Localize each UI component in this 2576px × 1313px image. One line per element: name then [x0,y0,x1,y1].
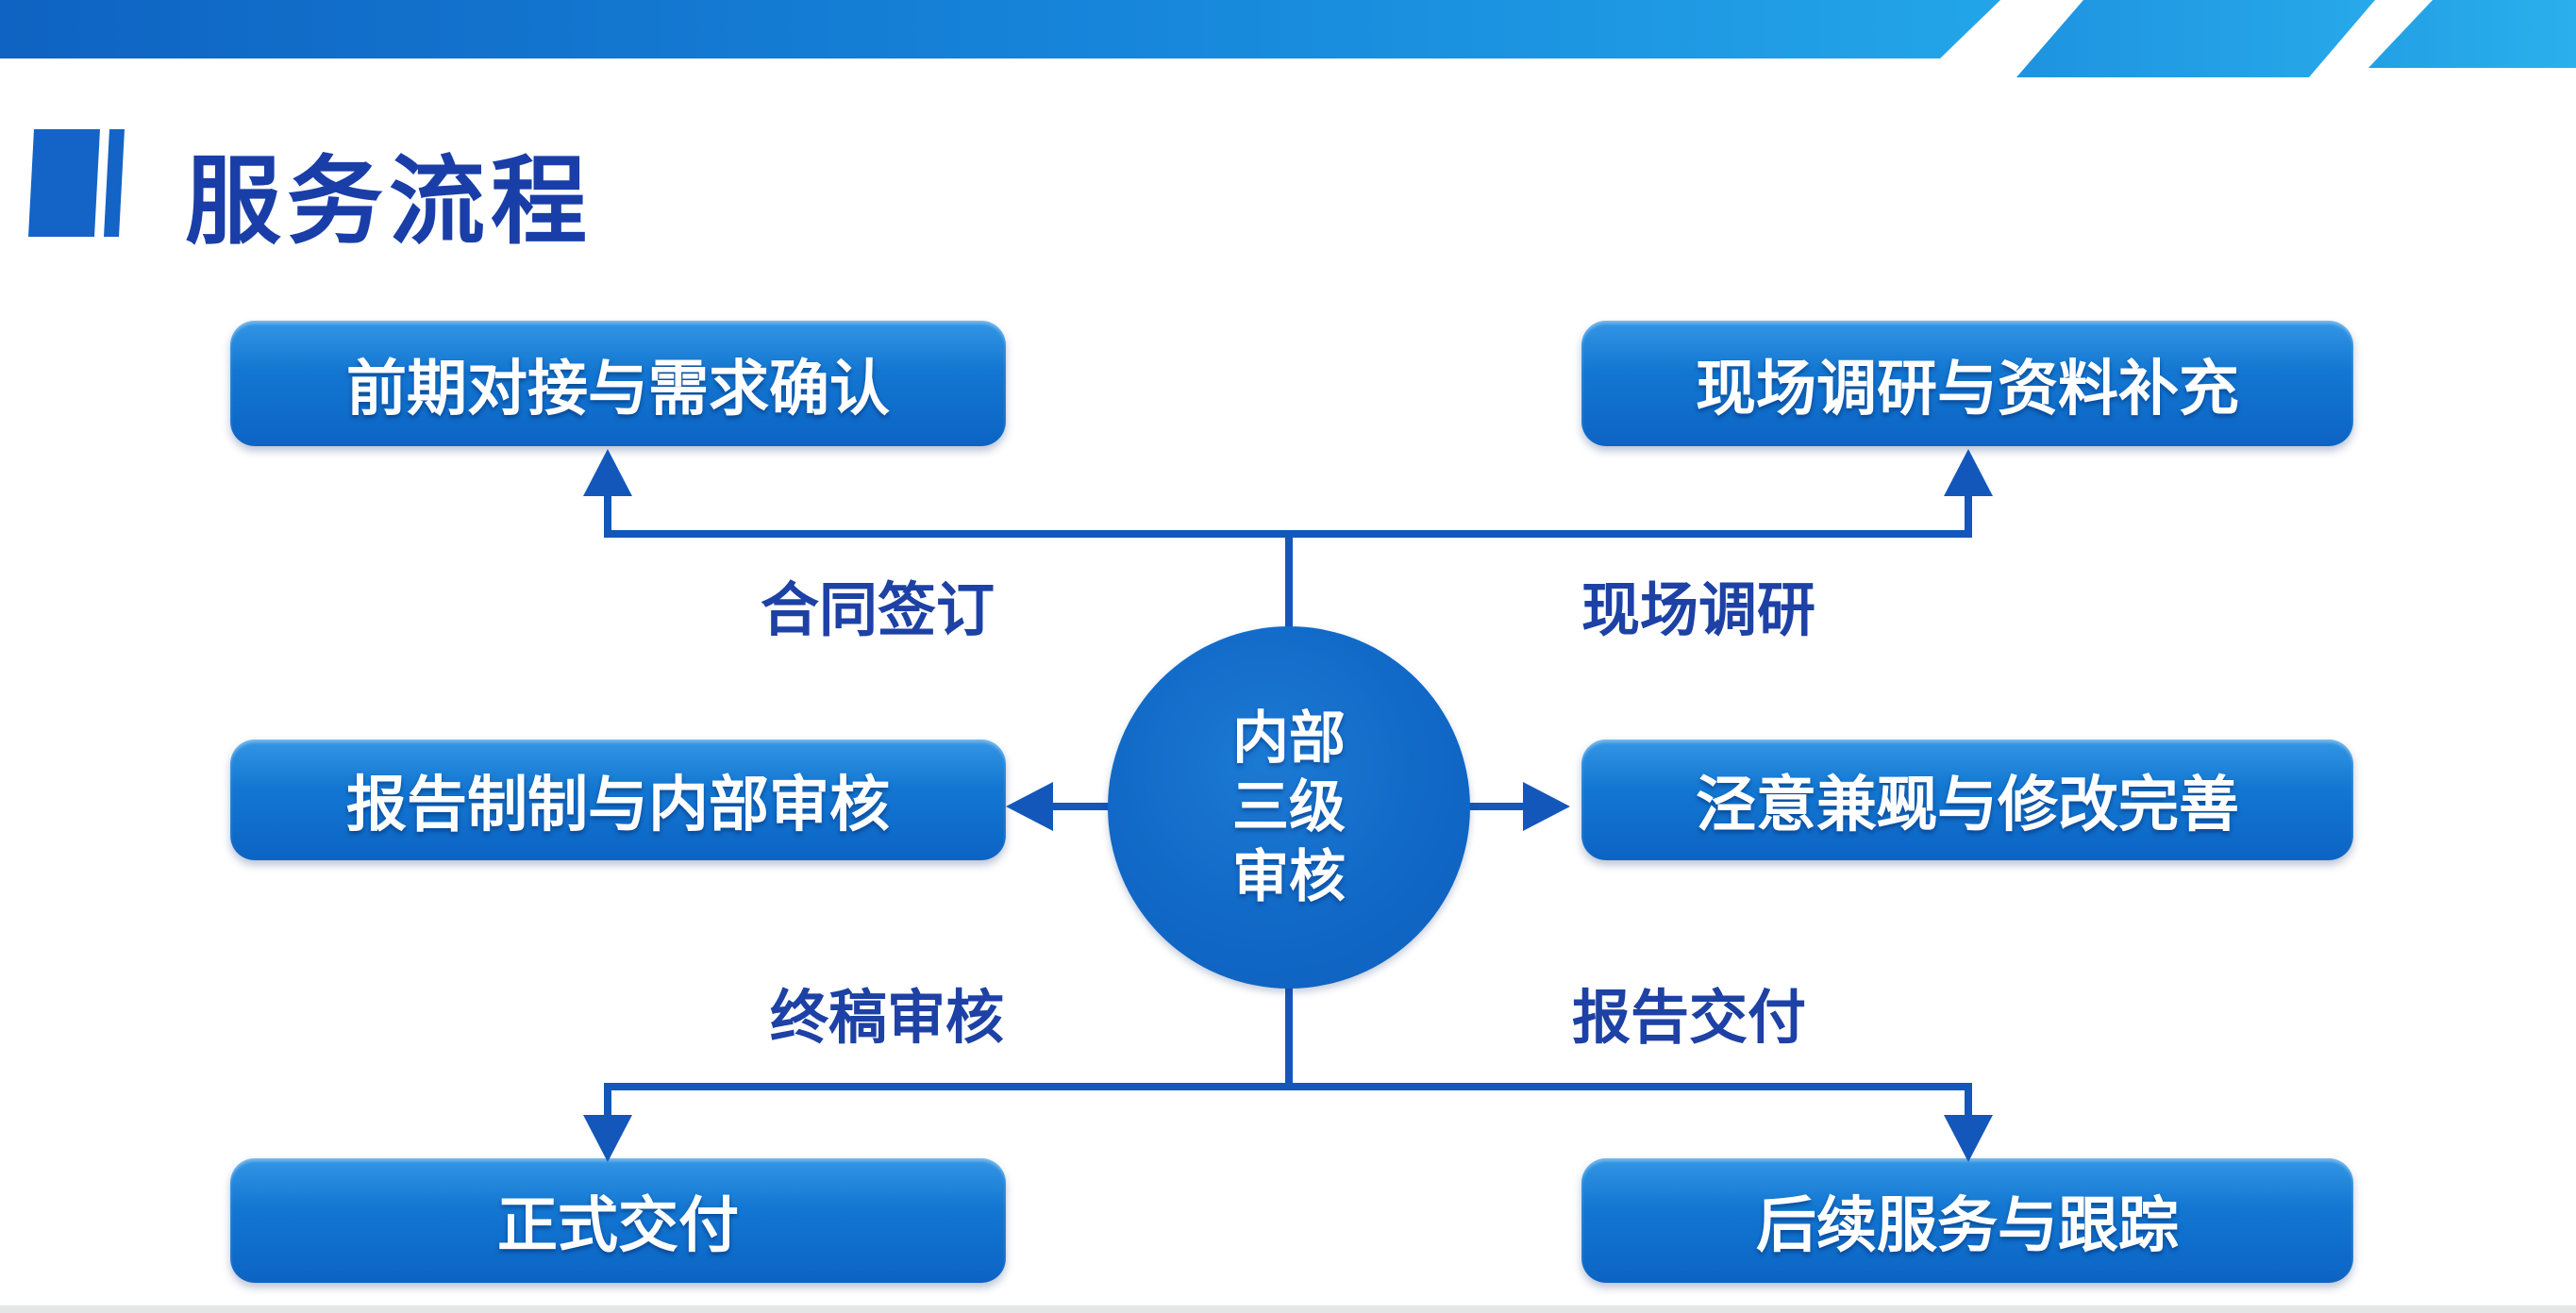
center-node-internal-three-level-review: 内部 三级 审核 [1108,626,1470,989]
connector-circle-to-top [1285,534,1293,632]
arrowhead-down-icon [583,1115,632,1162]
connector-top-right-riser [1965,494,1972,538]
title-marker-bar-icon [104,129,125,237]
connector-circle-to-left [1051,803,1112,810]
arrowhead-up-icon [1944,449,1993,496]
center-node-line: 三级 [1232,775,1346,839]
connector-circle-to-right [1466,803,1527,810]
bottom-edge-strip [0,1305,2576,1313]
node-follow-up-service: 后续服务与跟踪 [1581,1158,2353,1283]
node-feedback-revision: 泾意兼觋与修改完善 [1581,740,2353,860]
connector-bottom-right-drop [1965,1087,1972,1119]
top-banner-bar [0,0,2000,58]
connector-circle-to-bottom [1285,987,1293,1087]
page-title: 服务流程 [185,148,593,256]
top-banner-slash-icon [2368,0,2576,68]
center-node-line: 审核 [1232,844,1346,908]
center-node-line: 内部 [1232,706,1346,771]
node-formal-delivery: 正式交付 [230,1158,1006,1283]
arrowhead-left-icon [1006,782,1053,831]
connector-bottom-left-drop [604,1087,611,1119]
edge-label-contract-signing: 合同签订 [760,578,995,643]
title-marker-bar-icon [28,129,100,237]
arrowhead-up-icon [583,449,632,496]
top-banner-slash-icon [2016,0,2375,77]
arrowhead-down-icon [1944,1115,1993,1162]
node-preliminary-docking: 前期对接与需求确认 [230,321,1006,446]
connector-top-left-riser [604,494,611,538]
edge-label-site-survey: 现场调研 [1581,578,1815,643]
node-site-research-materials: 现场调研与资料补充 [1581,321,2353,446]
connector-bottom-horizontal [604,1083,1972,1090]
edge-label-final-draft-review: 终稿审核 [769,986,1004,1051]
edge-label-report-delivery: 报告交付 [1571,986,1806,1051]
node-report-drafting-internal-review: 报告制制与内部审核 [230,740,1006,860]
arrowhead-right-icon [1523,782,1570,831]
